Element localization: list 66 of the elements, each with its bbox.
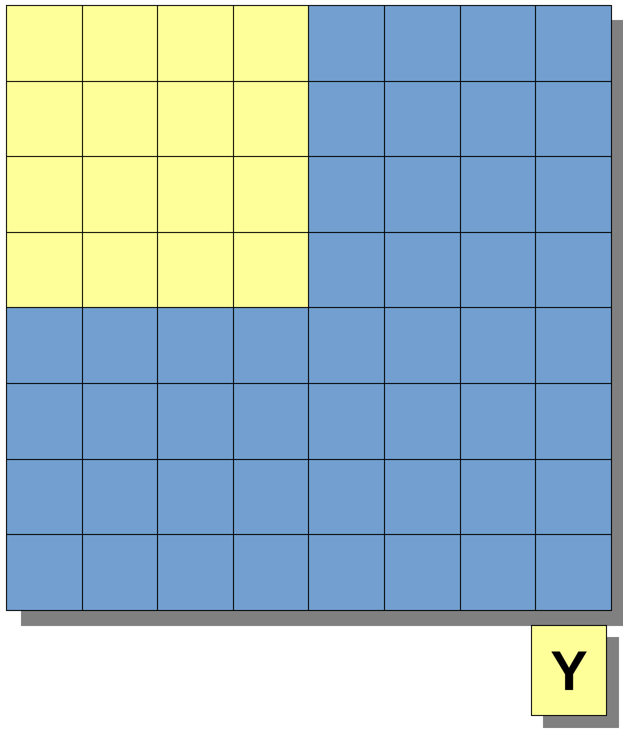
grid-cell <box>308 80 385 158</box>
grid-cell <box>460 534 536 611</box>
grid-cell <box>308 307 385 384</box>
grid-cell <box>82 156 158 233</box>
grid-cell <box>460 383 536 460</box>
grid-cell <box>6 383 83 460</box>
grid-cell <box>308 5 385 82</box>
grid-cell <box>82 458 158 536</box>
grid-cell <box>460 5 536 82</box>
grid-cell <box>384 307 461 384</box>
grid-cell <box>157 383 234 460</box>
grid-cell <box>384 232 461 308</box>
grid-cell <box>157 232 234 308</box>
grid-cell <box>6 5 83 82</box>
grid-cell <box>460 458 536 536</box>
grid-cell <box>384 383 461 460</box>
grid-cell <box>535 80 612 158</box>
grid-cell <box>157 307 234 384</box>
letter-label: Y <box>550 642 588 698</box>
grid-cell <box>460 307 536 384</box>
grid-cell <box>460 156 536 233</box>
grid-cell <box>535 307 612 384</box>
grid-cell <box>6 156 83 233</box>
grid-cell <box>232 80 310 158</box>
grid-cell <box>232 383 310 460</box>
grid-cell <box>6 534 83 611</box>
grid-cell <box>384 534 461 611</box>
grid-cell <box>232 534 310 611</box>
grid-cell <box>82 534 158 611</box>
grid-cell <box>157 458 234 536</box>
grid-cell <box>308 156 385 233</box>
grid-cell <box>460 80 536 158</box>
grid-cell <box>384 156 461 233</box>
grid-cell <box>6 458 83 536</box>
grid-cell <box>82 383 158 460</box>
grid-cell <box>6 80 83 158</box>
grid-cell <box>308 232 385 308</box>
grid-cell <box>535 232 612 308</box>
grid-cell <box>82 307 158 384</box>
grid-cell <box>157 80 234 158</box>
grid-cell <box>535 458 612 536</box>
grid-cell <box>460 232 536 308</box>
grid-cell <box>157 156 234 233</box>
grid-cell <box>535 383 612 460</box>
grid-cell <box>535 534 612 611</box>
grid-cell <box>384 80 461 158</box>
grid-cell <box>308 534 385 611</box>
grid-cell <box>157 534 234 611</box>
grid-cell <box>232 458 310 536</box>
grid-cell <box>232 5 310 82</box>
grid-cell <box>232 307 310 384</box>
grid-cell <box>82 5 158 82</box>
grid-cell <box>535 5 612 82</box>
label-card <box>531 625 607 716</box>
grid-cell <box>6 307 83 384</box>
grid-cell <box>232 156 310 233</box>
grid-cell <box>384 458 461 536</box>
grid-cell <box>82 80 158 158</box>
grid-cell <box>535 156 612 233</box>
grid-cell <box>308 383 385 460</box>
grid-cell <box>308 458 385 536</box>
grid-cell <box>232 232 310 308</box>
grid-cell <box>384 5 461 82</box>
grid-cell <box>157 5 234 82</box>
grid-cell <box>6 232 83 308</box>
grid-cell <box>82 232 158 308</box>
